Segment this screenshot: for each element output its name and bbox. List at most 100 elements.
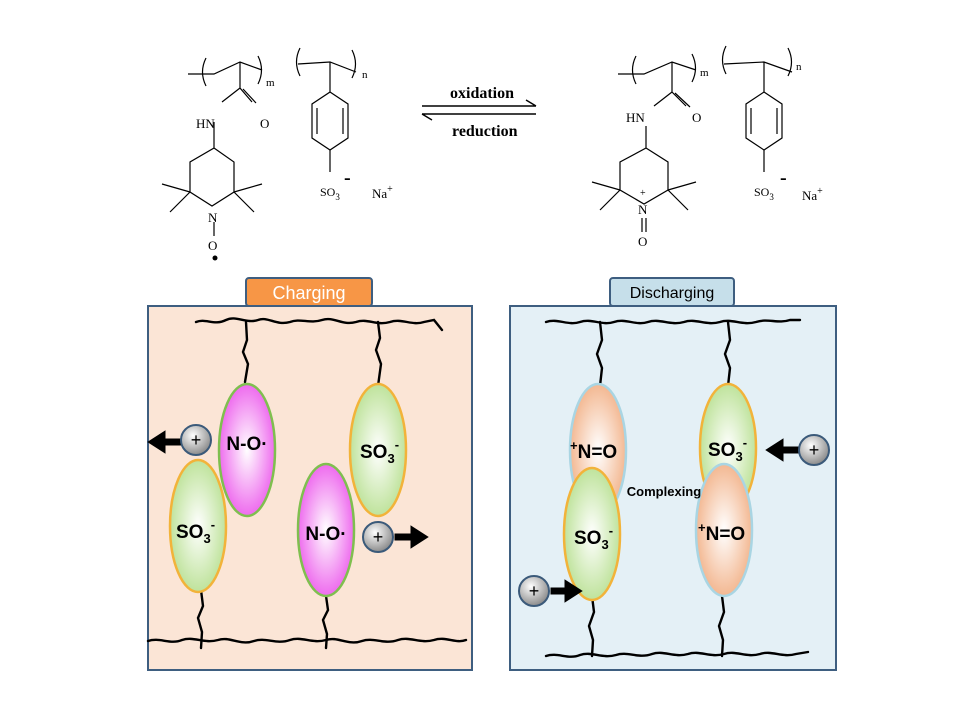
left-phenyl: [311, 62, 349, 151]
discharging-tether-1: [595, 320, 604, 388]
discharging-top-backbone: [544, 318, 802, 325]
charging-bottom-backbone: [146, 637, 468, 644]
discharging-oxoammonium-ellipse-2: [694, 462, 754, 598]
left-m-label: m: [266, 77, 275, 89]
right-piperidine-ring: [619, 126, 669, 205]
left-bracket-n-open: [295, 47, 301, 77]
right-ring-n-label: N: [638, 202, 648, 217]
right-bracket-n-open: [721, 45, 727, 75]
discharging-bottom-backbone: [544, 650, 810, 658]
charging-nitroxide-label-2: N-O·: [305, 524, 346, 545]
charging-nitroxide-label-1: N-O·: [226, 434, 267, 455]
discharging-cation-right-group: +: [765, 434, 830, 466]
discharging-cation-right-sign: +: [809, 440, 820, 460]
left-bracket-m-close: [257, 55, 263, 85]
reduction-label: reduction: [452, 123, 518, 140]
discharging-tab-label: Discharging: [630, 285, 714, 302]
charging-sulfonate-label-2: SO3-: [176, 517, 215, 546]
left-molecule: [161, 47, 357, 236]
right-hn-label: HN: [626, 110, 645, 125]
discharging-oxoammonium-label-2: +N=O: [698, 520, 745, 545]
oxidation-label: oxidation: [450, 85, 514, 102]
right-bracket-m-open: [631, 55, 637, 85]
charging-cation-left-sign: +: [191, 430, 202, 450]
charging-panel: Charging N-O· N-O· SO3- SO3- +: [146, 277, 473, 671]
discharging-cation-right: [798, 434, 830, 466]
charging-sulfonate-ellipse-2: [168, 458, 228, 594]
discharging-arrow-left: [550, 579, 583, 603]
left-ring-n-label: N: [208, 210, 218, 225]
charging-cation-right-group: +: [362, 521, 429, 553]
charging-cation-left-group: +: [147, 424, 212, 456]
left-carbonyl-o-label: O: [260, 116, 269, 131]
discharging-panel-box: [509, 305, 837, 671]
discharging-cation-left-sign: +: [529, 581, 540, 601]
charging-cation-left: [180, 424, 212, 456]
left-molecule-labels: m n HN O N O SO3 - Na+: [196, 69, 393, 261]
complexing-label: Complexing: [627, 484, 701, 499]
discharging-sulfonate-label-2: SO3-: [574, 523, 613, 552]
charging-sulfonate-label-1: SO3-: [360, 437, 399, 466]
discharging-oxoammonium-label-1: +N=O: [570, 438, 617, 463]
charging-tab-label: Charging: [272, 283, 345, 303]
right-ring-n-charge: +: [640, 188, 646, 199]
charging-arrow-right: [394, 525, 429, 549]
charging-tether-4: [321, 594, 330, 650]
left-hn-label: HN: [196, 116, 215, 131]
left-methyls: [161, 183, 263, 213]
charging-cation-right-sign: +: [373, 527, 384, 547]
equilibrium-arrows: [421, 99, 537, 121]
right-molecule: [591, 45, 793, 232]
charging-nitroxide-ellipse-1: [217, 382, 277, 518]
left-so3-label: SO3: [320, 185, 340, 202]
right-na-label: Na+: [802, 186, 823, 203]
charging-nitroxide-ellipse-2: [296, 462, 356, 598]
left-bracket-n-close: [351, 49, 357, 79]
charging-tether-3: [196, 588, 205, 650]
forward-arrow: [422, 99, 537, 107]
left-amide-chain: [221, 62, 257, 104]
charging-tether-1: [241, 320, 250, 384]
charging-top-backbone: [194, 317, 444, 332]
charging-tether-2: [374, 320, 383, 388]
left-so3-charge: -: [344, 167, 351, 189]
right-phenyl: [745, 62, 783, 151]
left-piperidine-ring: [189, 122, 235, 207]
reverse-arrow: [421, 113, 536, 121]
left-bracket-m-open: [201, 57, 207, 87]
discharging-cation-left-group: +: [518, 575, 583, 607]
discharging-tether-3: [587, 594, 596, 658]
charging-sulfonate-ellipse-1: [348, 382, 408, 518]
discharging-tab: [609, 277, 735, 307]
right-amide-chain: [653, 62, 691, 108]
charging-tab: [245, 277, 373, 307]
right-bracket-n-close: [787, 47, 793, 77]
left-radical-dot: [212, 255, 218, 261]
charging-cation-right: [362, 521, 394, 553]
right-so3-label: SO3: [754, 185, 774, 202]
right-molecule-labels: m n HN O + N O SO3 - Na+: [626, 61, 823, 249]
discharging-arrow-right: [765, 438, 800, 462]
charging-arrow-left: [147, 430, 182, 454]
left-nitroxide-o-label: O: [208, 238, 217, 253]
discharging-sulfonate-ellipse-2: [562, 466, 622, 602]
discharging-chains: [544, 318, 810, 658]
right-n-label: n: [796, 61, 802, 73]
right-m-label: m: [700, 67, 709, 79]
discharging-cation-left: [518, 575, 550, 607]
left-n-label: n: [362, 69, 368, 81]
discharging-sulfonate-label-1: SO3-: [708, 435, 747, 464]
left-backbone: [188, 61, 357, 75]
right-n-o-double-bond: [641, 218, 647, 232]
discharging-tether-4: [717, 594, 726, 658]
right-oxo-o-label: O: [638, 234, 647, 249]
left-na-label: Na+: [372, 184, 393, 201]
right-carbonyl-o-label: O: [692, 110, 701, 125]
right-bracket-m-close: [691, 53, 697, 83]
right-so3-charge: -: [780, 167, 787, 189]
discharging-tether-2: [723, 320, 732, 388]
discharging-panel: Discharging +N=O +N=O SO3- SO3- Complexi…: [509, 277, 837, 671]
charging-chains: [146, 317, 468, 650]
right-methyls: [591, 181, 697, 211]
